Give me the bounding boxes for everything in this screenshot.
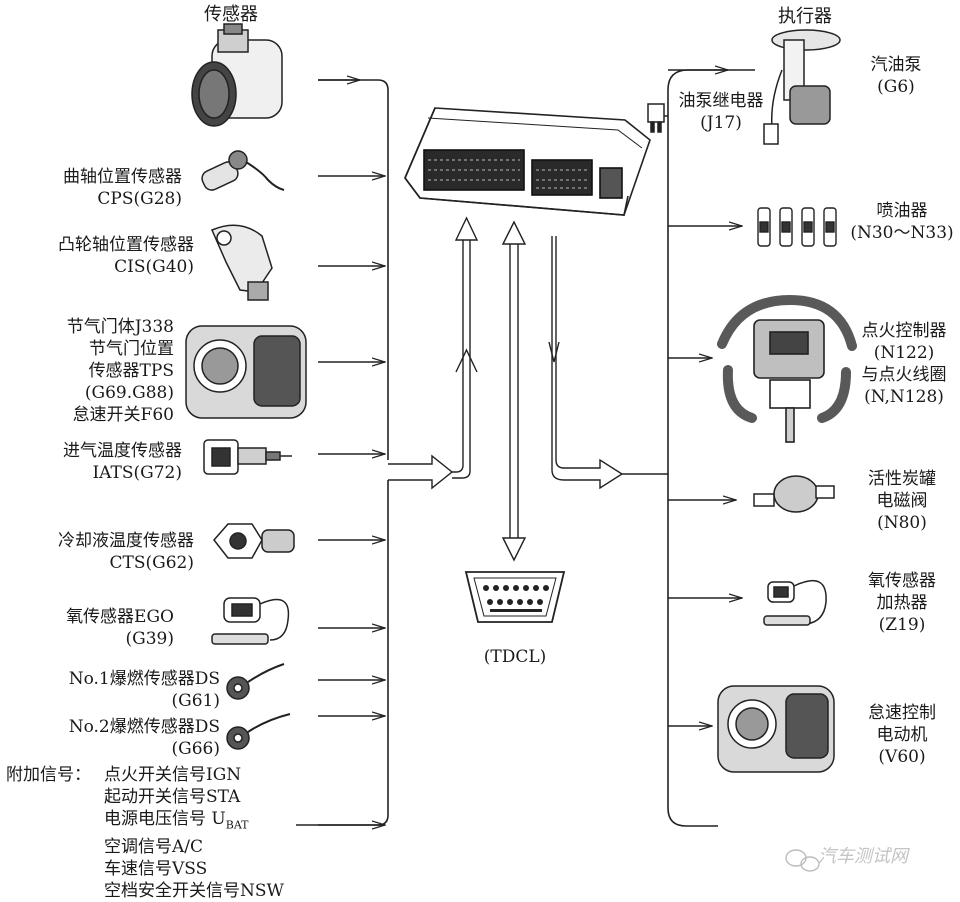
label-injectors: 喷油器(N30～N33) — [850, 201, 954, 243]
o2-heater-icon — [763, 580, 827, 626]
actuator-bus — [654, 69, 755, 827]
label-o2-heater: 氧传感器加热器(Z19) — [868, 571, 936, 635]
fuel-pump-icon — [763, 29, 841, 145]
label-relay: 油泵继电器(J17) — [678, 91, 764, 133]
label-fuel-pump: 汽油泵(G6) — [870, 55, 922, 97]
extra-signals-list: 点火开关信号IGN 起动开关信号STA 电源电压信号 UBAT 空调信号A/C … — [104, 765, 284, 902]
knock-sensor-1-icon — [226, 663, 285, 700]
label-ignition: 点火控制器(N122)与点火线圈(N,N128) — [861, 321, 947, 407]
crankshaft-sensor-icon — [201, 150, 285, 191]
cts-sensor-icon — [213, 523, 295, 559]
knock-sensor-2-icon — [226, 713, 291, 750]
throttle-body-icon — [185, 325, 307, 419]
label-canister: 活性炭罐电磁阀(N80) — [868, 469, 936, 533]
watermark-logo-icon — [785, 849, 820, 872]
sensor-bus-lower — [318, 480, 389, 826]
label-ds1: No.1爆燃传感器DS(G61) — [68, 669, 220, 711]
sensor-bus — [296, 79, 389, 826]
label-idle-motor: 怠速控制电动机(V60) — [868, 703, 936, 767]
actuators-header: 执行器 — [778, 6, 832, 27]
label-ds2: No.2爆燃传感器DS(G66) — [68, 717, 220, 759]
oxygen-sensor-icon — [211, 597, 290, 645]
iats-sensor-icon — [203, 439, 292, 475]
camshaft-sensor-icon — [211, 224, 273, 301]
canister-valve-icon — [753, 475, 835, 513]
ecu-illustration — [404, 107, 651, 216]
label-tdcl: (TDCL) — [483, 647, 547, 667]
relay-icon — [647, 103, 665, 133]
sensor-bus-upper — [318, 79, 389, 460]
output-hollow-arrow — [548, 236, 668, 490]
tdcl-connector — [464, 571, 566, 623]
injectors-icon — [757, 207, 837, 247]
maf-sensor-icon — [191, 23, 283, 127]
sensors-header: 传感器 — [204, 4, 258, 25]
watermark-text: 汽车测试网 — [818, 846, 908, 867]
input-hollow-arrow — [388, 216, 479, 490]
diag-double-arrow — [501, 220, 527, 562]
extra-signals-label: 附加信号： — [6, 765, 91, 785]
label-ego: 氧传感器EGO(G39) — [66, 607, 174, 649]
idle-motor-icon — [717, 685, 835, 773]
actuator-bus-line — [667, 69, 755, 827]
ignition-module-icon — [717, 294, 857, 443]
